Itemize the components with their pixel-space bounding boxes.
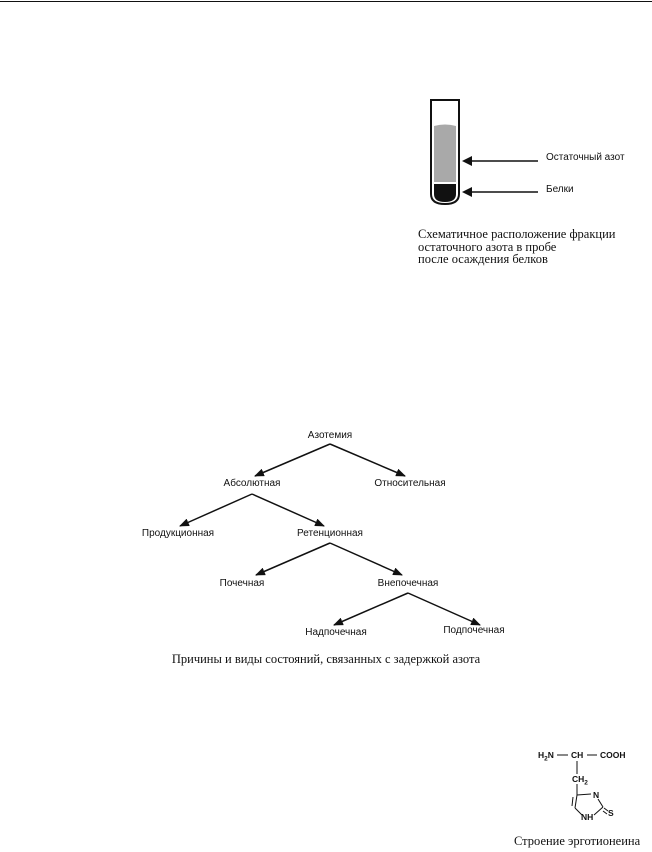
fig2-caption: Причины и виды состояний, связанных с за… [171, 652, 481, 666]
node-production: Продукционная [141, 528, 215, 539]
node-renal: Почечная [219, 578, 265, 589]
chem-ch: CH [571, 750, 584, 760]
edge-absolute-retention [251, 493, 325, 527]
chem-h2n: H2N [538, 750, 554, 763]
edge-absolute-production [179, 493, 253, 527]
node-subrenal: Подпочечная [443, 625, 505, 636]
edge-extrarenal-subrenal [407, 592, 481, 626]
fig3-caption: Строение эрготионеина [514, 834, 641, 848]
chem-ch2: CH2 [572, 774, 588, 787]
edge-extrarenal-suprarenal [333, 592, 409, 626]
edge-retention-extrarenal [329, 542, 403, 576]
node-absolute: Абсолютная [223, 478, 281, 489]
label-residual-nitrogen: Остаточный азот [546, 152, 625, 163]
node-extrarenal: Внепочечная [377, 578, 439, 589]
chem-cooh: COOH [600, 750, 626, 760]
chem-s: S [608, 808, 614, 818]
arrow-nitrogen [462, 156, 538, 166]
top-rule [0, 1, 652, 2]
chem-ch2-base: CH [572, 774, 585, 784]
edge-root-absolute [254, 443, 331, 477]
fig1-caption: Схематичное расположение фракции остаточ… [418, 228, 652, 266]
edge-retention-renal [255, 542, 331, 576]
chem-nh-ring: NH [581, 812, 594, 822]
chem-sub-2: 2 [584, 779, 588, 787]
test-tube-illustration [430, 99, 460, 206]
ergothioneine-bonds [557, 754, 609, 816]
node-azotemia: Азотемия [307, 430, 353, 441]
fig1-caption-line: остаточного азота в пробе [418, 239, 557, 254]
chem-n-ring: N [593, 790, 600, 800]
arrow-proteins [462, 187, 538, 197]
node-relative: Относительная [374, 478, 446, 489]
fig1-caption-line: Схематичное расположение фракции [418, 227, 616, 241]
chem-n: N [547, 750, 554, 760]
fig1-caption-line: после осаждения белков [418, 252, 548, 266]
label-proteins: Белки [546, 184, 574, 195]
node-suprarenal: Надпочечная [305, 627, 367, 638]
edge-root-relative [329, 443, 406, 477]
chem-h: H [538, 750, 545, 760]
node-retention: Ретенционная [297, 528, 363, 539]
chem-sub-2: 2 [544, 755, 548, 763]
